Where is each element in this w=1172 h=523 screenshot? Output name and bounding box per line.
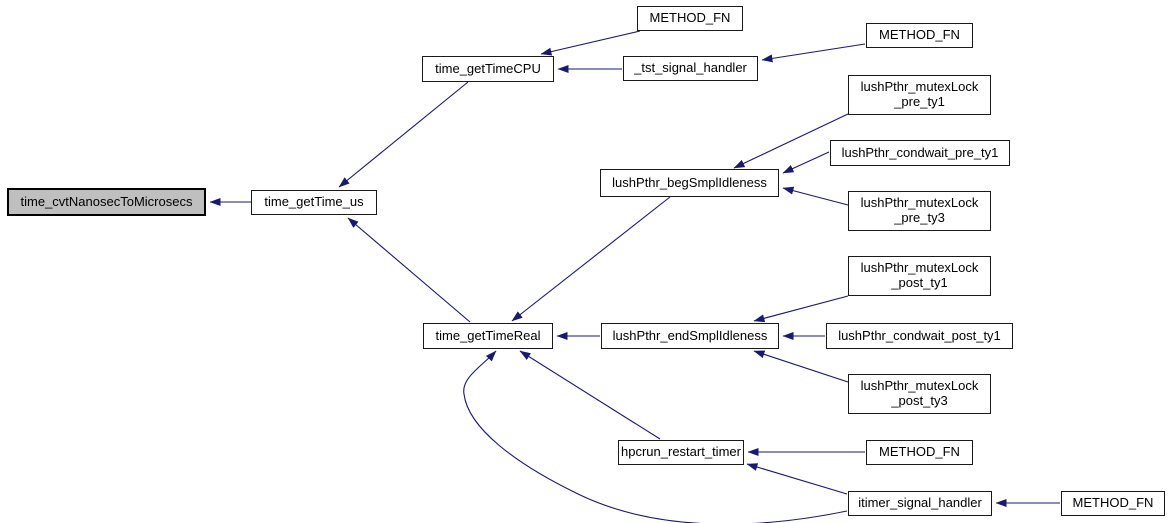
node-label-line: lushPthr_mutexLock xyxy=(860,378,979,394)
node-label-line: time_getTimeReal xyxy=(435,327,541,343)
edge-time-gettime-cpu-to-time-gettime-us xyxy=(338,81,469,188)
node-lushpthr-mutexlock-pre-ty1[interactable]: lushPthr_mutexLock_pre_ty1 xyxy=(848,75,991,115)
node-lushpthr-condwait-post-ty1[interactable]: lushPthr_condwait_post_ty1 xyxy=(826,323,1013,349)
edge-lushpthr-mutexlock-pre-ty1-to-lushpthr-beg-smplidleness xyxy=(733,113,849,169)
edge-method-fn-1-to-time-gettime-cpu xyxy=(540,30,641,56)
node-label-line: lushPthr_condwait_pre_ty1 xyxy=(841,144,999,160)
edge-time-gettime-real-to-time-gettime-us xyxy=(347,217,471,323)
node-label-line: _tst_signal_handler xyxy=(634,60,747,76)
edge-hpcrun-restart-timer-to-time-gettime-real xyxy=(519,350,661,440)
edge-method-fn-2-to-tst-signal-handler xyxy=(761,43,866,63)
node-label-line: time_getTime_us xyxy=(264,194,364,210)
node-lushpthr-mutexlock-pre-ty3[interactable]: lushPthr_mutexLock_pre_ty3 xyxy=(848,191,991,231)
node-label-line: lushPthr_mutexLock xyxy=(860,260,979,276)
node-label-line: time_getTimeCPU xyxy=(435,60,541,76)
node-method-fn-2[interactable]: METHOD_FN xyxy=(866,23,973,48)
node-label-line: itimer_signal_handler xyxy=(858,495,982,511)
node-label-line: METHOD_FN xyxy=(1072,495,1154,511)
node-label-line: lushPthr_endSmplIdleness xyxy=(612,327,768,343)
node-label-line: lushPthr_mutexLock xyxy=(860,79,979,95)
node-label-line: METHOD_FN xyxy=(879,444,960,460)
edge-lushpthr-mutexlock-pre-ty3-to-lushpthr-beg-smplidleness xyxy=(782,186,849,206)
node-hpcrun-restart-timer[interactable]: hpcrun_restart_timer xyxy=(618,440,744,465)
node-label-line: _pre_ty3 xyxy=(894,210,945,225)
node-label-line: time_cvtNanosecToMicrosecs xyxy=(20,193,193,209)
node-label-line: lushPthr_mutexLock xyxy=(860,195,979,211)
node-time-cvt-nanosec-to-microsecs[interactable]: time_cvtNanosecToMicrosecs xyxy=(7,188,206,216)
node-label-line: METHOD_FN xyxy=(649,10,731,26)
node-time-gettime-cpu[interactable]: time_getTimeCPU xyxy=(422,56,554,82)
node-lushpthr-mutexlock-post-ty3[interactable]: lushPthr_mutexLock_post_ty3 xyxy=(848,374,991,414)
node-lushpthr-beg-smplidleness[interactable]: lushPthr_begSmplIdleness xyxy=(600,169,779,197)
node-time-gettime-us[interactable]: time_getTime_us xyxy=(251,190,377,215)
node-lushpthr-mutexlock-post-ty1[interactable]: lushPthr_mutexLock_post_ty1 xyxy=(848,256,991,296)
node-method-fn-3[interactable]: METHOD_FN xyxy=(866,440,973,465)
node-label-line: lushPthr_begSmplIdleness xyxy=(612,174,767,190)
node-label-line: hpcrun_restart_timer xyxy=(621,444,741,460)
edge-itimer-signal-handler-to-time-gettime-real xyxy=(463,350,848,523)
node-label-line: _pre_ty1 xyxy=(894,94,945,109)
node-label-line: _post_ty1 xyxy=(891,275,948,290)
edge-lushpthr-mutexlock-post-ty3-to-lushpthr-end-smplidleness xyxy=(753,350,849,383)
node-method-fn-1[interactable]: METHOD_FN xyxy=(637,6,743,31)
edge-lushpthr-beg-smplidleness-to-time-gettime-real xyxy=(511,196,671,322)
node-lushpthr-end-smplidleness[interactable]: lushPthr_endSmplIdleness xyxy=(601,323,779,349)
node-label-line: lushPthr_condwait_post_ty1 xyxy=(838,327,1001,343)
node-lushpthr-condwait-pre-ty1[interactable]: lushPthr_condwait_pre_ty1 xyxy=(830,140,1010,166)
node-label-line: METHOD_FN xyxy=(879,27,960,43)
edge-lushpthr-mutexlock-post-ty1-to-lushpthr-end-smplidleness xyxy=(753,295,849,323)
node-method-fn-4[interactable]: METHOD_FN xyxy=(1061,491,1165,516)
node-label-line: _post_ty3 xyxy=(891,393,948,408)
edge-lushpthr-condwait-pre-ty1-to-lushpthr-beg-smplidleness xyxy=(782,151,830,174)
node-itimer-signal-handler[interactable]: itimer_signal_handler xyxy=(848,491,992,516)
node-tst-signal-handler[interactable]: _tst_signal_handler xyxy=(623,56,758,81)
edge-itimer-signal-handler-to-hpcrun-restart-timer xyxy=(746,463,848,495)
node-time-gettime-real[interactable]: time_getTimeReal xyxy=(423,323,553,349)
